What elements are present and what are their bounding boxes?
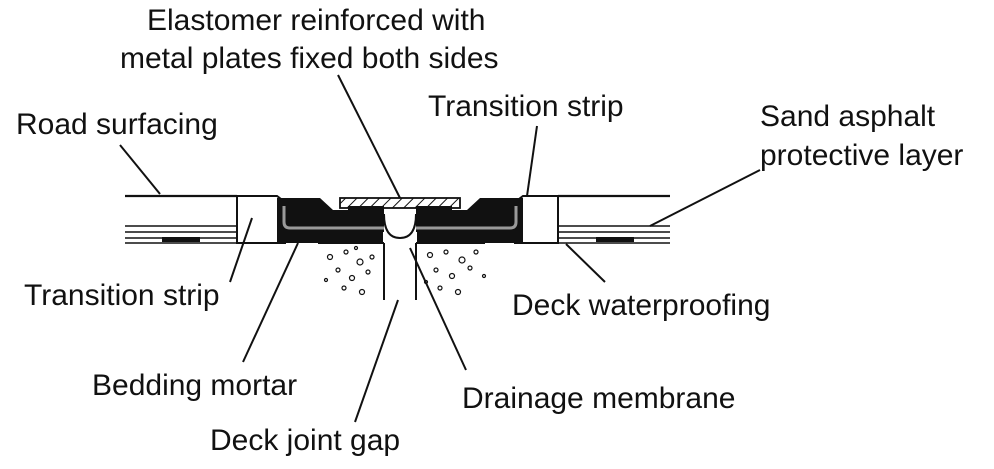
label-road-surfacing: Road surfacing (16, 108, 218, 141)
label-deck-waterproofing: Deck waterproofing (512, 289, 771, 322)
label-drainage-membrane: Drainage membrane (462, 382, 736, 415)
label-elastomer-line2: metal plates fixed both sides (120, 42, 499, 75)
concrete-aggregate-right (423, 249, 487, 296)
concrete-aggregate-left (323, 245, 375, 296)
left-road-surfacing (125, 194, 237, 244)
label-elastomer-line1: Elastomer reinforced with (147, 4, 486, 37)
label-bedding-mortar: Bedding mortar (92, 369, 298, 402)
label-deck-joint-gap: Deck joint gap (210, 424, 401, 457)
bedding-mortar (277, 232, 523, 243)
label-sand-asphalt-line1: Sand asphalt (760, 100, 936, 133)
label-transition-strip-top: Transition strip (428, 90, 624, 123)
drainage-channel (383, 213, 417, 240)
label-transition-strip-left: Transition strip (24, 279, 220, 312)
steel-cover-plate (339, 197, 461, 209)
label-sand-asphalt-line2: protective layer (760, 139, 964, 172)
leader-lines (119, 74, 761, 423)
deck-edges (318, 242, 485, 300)
right-road-surfacing (558, 194, 670, 244)
